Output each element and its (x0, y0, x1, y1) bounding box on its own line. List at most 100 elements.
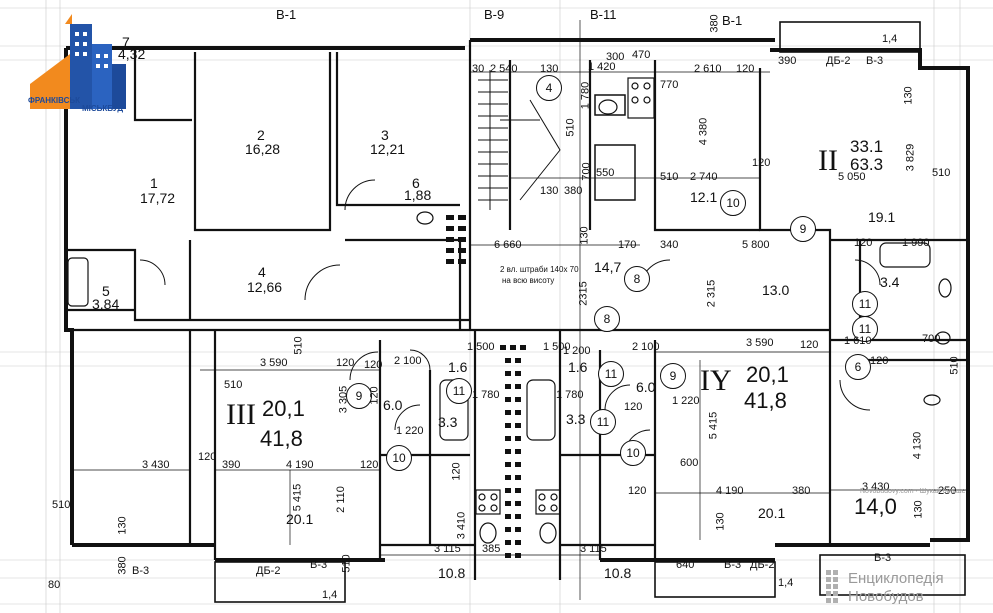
dim-120c: 120 (854, 237, 873, 249)
dim-120i: 120 (628, 485, 647, 497)
apartment-4-living: 20,1 (746, 362, 789, 387)
room-6-num: 6 (412, 175, 420, 191)
dim-1610: 1 610 (844, 335, 872, 347)
area-1-6-right: 1.6 (568, 359, 588, 375)
dim-700: 700 (580, 162, 593, 181)
marker-11c: 11 (598, 361, 624, 387)
room-2-num: 2 (257, 127, 265, 143)
dim-14b: 1,4 (322, 589, 338, 601)
room-4-area: 12,66 (247, 279, 283, 295)
area-13-0: 13.0 (762, 282, 790, 298)
interior-walls (65, 40, 968, 580)
lift-shaft (594, 94, 636, 201)
axis-b11: В-11 (590, 7, 617, 22)
dim-550: 550 (596, 167, 615, 179)
watermark: Енциклопедія Новобудов (826, 566, 991, 610)
marker-11d: 11 (446, 378, 472, 404)
area-6-0-left: 6.0 (383, 397, 403, 413)
dim-120h: 120 (360, 459, 379, 471)
apartment-3-roman: III (226, 398, 256, 431)
marker-10b: 10 (386, 445, 412, 471)
room-6-area: 1,88 (404, 187, 432, 203)
dim-3430-right: 3 430 (862, 481, 890, 493)
axis-b3d: В-3 (724, 559, 742, 571)
dim-1780c: 1 780 (556, 389, 584, 401)
apartment-2-living: 33.1 (850, 137, 884, 156)
dim-120m: 120 (624, 401, 643, 413)
marker-9a: 9 (790, 216, 816, 242)
dim-2315b: 2 315 (705, 279, 718, 308)
dim-5800: 5 800 (742, 239, 770, 251)
balconies (214, 21, 966, 603)
dim-380a: 380 (708, 14, 721, 33)
marker-9b: 9 (346, 383, 372, 409)
dim-510g: 510 (340, 554, 353, 573)
dim-510h: 510 (52, 499, 71, 511)
axis-db2b: ДБ-2 (256, 565, 281, 577)
axis-b3c: В-3 (310, 559, 328, 571)
chase-note-line-2: на всю висоту (502, 276, 555, 285)
area-20-1-left: 20.1 (286, 511, 314, 527)
dim-340: 340 (660, 239, 679, 251)
room-4-num: 4 (258, 264, 266, 280)
dim-470: 470 (632, 49, 651, 61)
axis-b1b: В-1 (276, 7, 297, 22)
dim-80: 80 (48, 579, 61, 591)
watermark-credit: Novobudovy.com · Шукай більше (860, 488, 966, 495)
marker-6: 6 (845, 354, 871, 380)
apartment-3-total: 41,8 (260, 426, 303, 451)
dim-510d: 510 (292, 336, 305, 355)
logo-building-icon (30, 14, 126, 109)
dim-3590-left: 3 590 (260, 357, 288, 369)
dim-380c: 380 (792, 485, 811, 497)
apartment-4-roman: IY (700, 364, 732, 397)
dim-380d: 380 (116, 556, 129, 575)
room-7-area: 4,32 (118, 46, 146, 62)
dim-3410: 3 410 (455, 511, 468, 540)
dimension-lines (72, 20, 968, 600)
dim-120g: 120 (368, 386, 381, 405)
marker-11e: 11 (590, 409, 616, 435)
dim-3305: 3 305 (337, 385, 350, 414)
dim-770: 770 (660, 79, 679, 91)
marker-10a: 10 (720, 190, 746, 216)
dim-130b: 130 (902, 86, 915, 105)
axis-b3b: В-3 (132, 565, 150, 577)
apartment-4-total: 41,8 (744, 388, 787, 413)
dim-1780: 1 780 (579, 81, 592, 110)
marker-8a: 8 (624, 266, 650, 292)
dim-1780b: 1 780 (472, 389, 500, 401)
dim-130a: 130 (540, 63, 559, 75)
dim-5415-left: 5 415 (291, 483, 304, 512)
room-1-num: 1 (150, 175, 158, 191)
area-12-1: 12.1 (690, 189, 718, 205)
dim-390a: 390 (778, 55, 797, 67)
dim-4380: 4 380 (697, 117, 710, 146)
area-10-8-left: 10.8 (438, 565, 466, 581)
apartment-3-living: 20,1 (262, 396, 305, 421)
dim-700b: 700 (922, 333, 941, 345)
marker-8b: 8 (594, 306, 620, 332)
dim-1220: 1 220 (396, 425, 424, 437)
area-1-6-left: 1.6 (448, 359, 468, 375)
dim-2740: 2 740 (690, 171, 718, 183)
vent-ducts (446, 215, 526, 558)
marker-9c: 9 (660, 363, 686, 389)
watermark-grid-icon (826, 570, 844, 606)
dim-120d: 120 (336, 357, 355, 369)
area-14-0: 14,0 (854, 494, 897, 519)
dim-120f: 120 (870, 355, 889, 367)
area-19-1: 19.1 (868, 209, 896, 225)
logo-line-2: МІСЬКБУД (82, 104, 124, 113)
logo-line-1: ФРАНКІВСЬК (28, 96, 81, 105)
dim-5050: 5 050 (838, 171, 866, 183)
dim-1420: 1 420 (588, 61, 616, 73)
dim-2540: 2 540 (490, 63, 518, 75)
dim-2315a: 2315 (577, 281, 590, 306)
franksmisk-logo: ФРАНКІВСЬК МІСЬКБУД (20, 14, 140, 114)
dim-640: 640 (676, 559, 695, 571)
dim-510c: 510 (932, 167, 951, 179)
dim-3115-right: 3 115 (580, 543, 607, 555)
dim-2610: 2 610 (694, 63, 722, 75)
dim-14a: 1,4 (882, 33, 898, 45)
